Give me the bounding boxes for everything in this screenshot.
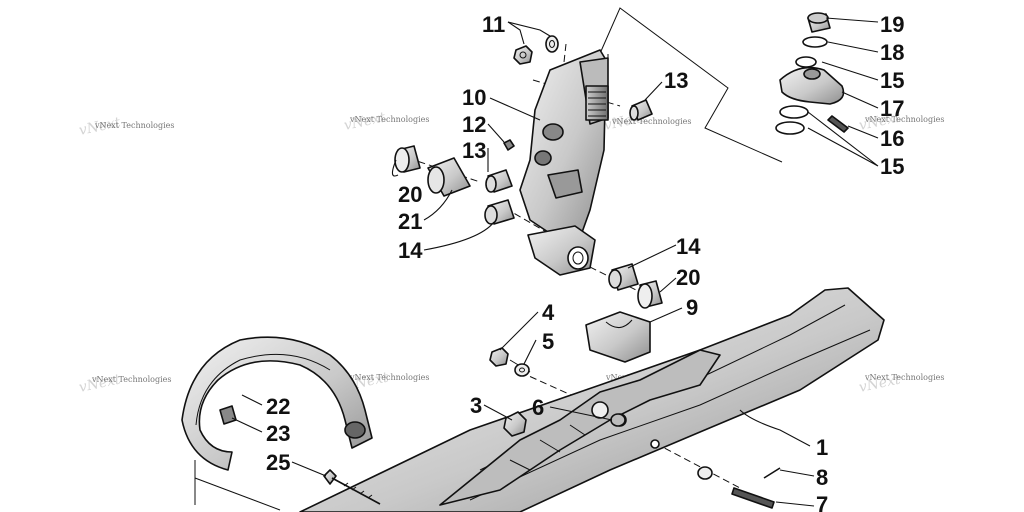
callout-12: 12 <box>462 112 486 137</box>
callout-17: 17 <box>880 96 904 121</box>
callout-1: 1 <box>816 435 828 460</box>
ski-part <box>299 287 885 512</box>
callout-11: 11 <box>482 12 505 37</box>
nuts-washers <box>489 347 626 437</box>
grease-fitting-12 <box>503 139 515 151</box>
watermark-text: vNext Technologies <box>349 115 429 124</box>
callout-21: 21 <box>398 209 422 234</box>
callout-18: 18 <box>880 40 904 65</box>
nut-washer-11 <box>513 35 559 65</box>
callout-14: 14 <box>676 234 701 259</box>
callout-19: 19 <box>880 12 904 37</box>
bushing-14 <box>484 199 639 291</box>
callout-5: 5 <box>542 329 554 354</box>
bolt-25 <box>323 469 381 505</box>
callout-15: 15 <box>880 68 904 93</box>
watermark-text: vNext Technologies <box>864 115 944 124</box>
watermark-text: vNext Technologies <box>91 375 171 384</box>
watermark-text: vNext Technologies <box>94 121 174 130</box>
callout-23: 23 <box>266 421 290 446</box>
clamp-assembly <box>775 12 849 135</box>
ski-loop-handle-22 <box>181 336 373 471</box>
callout-10: 10 <box>462 85 486 110</box>
callout-8: 8 <box>816 465 828 490</box>
callout-20: 20 <box>398 182 422 207</box>
callout-16: 16 <box>880 126 904 151</box>
watermark-text: vNext Technologies <box>349 373 429 382</box>
damper-20-21 <box>394 145 663 309</box>
callout-6: 6 <box>532 395 544 420</box>
callout-22: 22 <box>266 394 290 419</box>
callout-labels: 11 19 18 13 15 10 17 12 16 13 15 20 21 1… <box>266 12 904 512</box>
insert-23 <box>219 405 237 425</box>
callout-3: 3 <box>470 393 482 418</box>
callout-9: 9 <box>686 295 698 320</box>
wear-block-9 <box>585 311 651 363</box>
spindle-housing-part <box>519 49 609 276</box>
callout-13: 13 <box>664 68 688 93</box>
callout-4: 4 <box>542 300 555 325</box>
watermark-text: vNext Technologies <box>611 117 691 126</box>
callout-7: 7 <box>816 492 828 512</box>
callout-20: 20 <box>676 265 700 290</box>
watermark-text: vNext Technologies <box>864 373 944 382</box>
leader-lines <box>231 17 879 507</box>
callout-15: 15 <box>880 154 904 179</box>
bushing-13 <box>485 99 653 193</box>
callout-13: 13 <box>462 138 486 163</box>
callout-25: 25 <box>266 450 290 475</box>
callout-14: 14 <box>398 238 423 263</box>
bolt-7-8 <box>697 466 781 509</box>
